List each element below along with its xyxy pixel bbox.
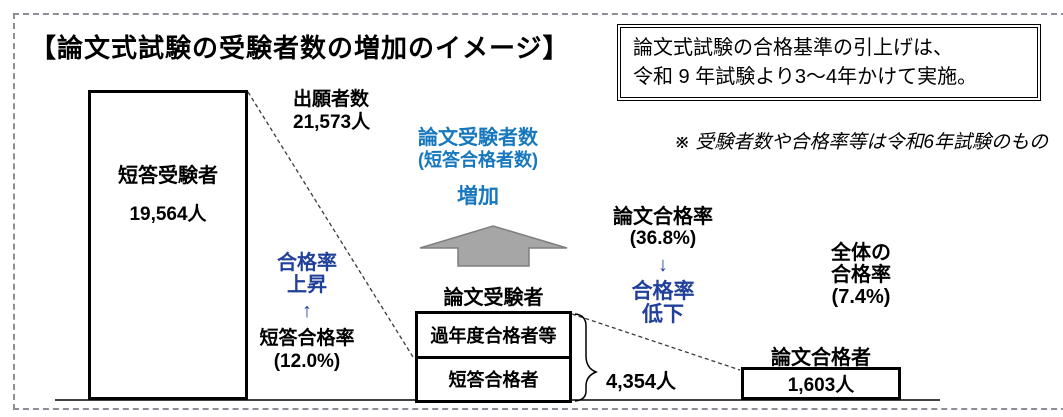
ronbun-examinees-count: 4,354人 (606, 371, 677, 393)
tantou-passers-cell: 短答合格者 (448, 370, 539, 391)
increase-line-1: 論文受験者数 (418, 127, 538, 149)
rate-down-line-2: 低下 (642, 303, 684, 326)
up-arrow-icon: ↑ (302, 300, 312, 322)
ronbun-passers-box: 1,603人 (741, 367, 901, 400)
overall-pass-rate-annotation: 全体の 合格率 (7.4%) (811, 242, 911, 308)
increase-line-2: (短答合格者数) (418, 150, 538, 170)
rate-down-line-1: 合格率 (631, 280, 695, 303)
ronbun-pass-rate-value: (36.8%) (629, 228, 697, 249)
applicants-label: 出願者数 (293, 89, 370, 110)
ronbun-examinees-label: 論文受験者 (443, 287, 544, 309)
tantou-bar-count: 19,564人 (129, 204, 207, 225)
overall-rate-line-2: 合格率 (831, 264, 891, 286)
tantou-examinees-bar: 短答受験者 19,564人 (88, 90, 248, 400)
notice-line-2: 令和 9 年試験より3～4年かけて実施。 (633, 66, 978, 88)
applicants-count: 21,573人 (293, 112, 371, 133)
tantou-bar-label: 短答受験者 (118, 165, 218, 187)
applicants-annotation: 出願者数 21,573人 (293, 88, 370, 134)
tantou-pass-rate-value: (12.0%) (273, 351, 341, 372)
rate-up-line-2: 上昇 (287, 274, 327, 296)
increase-annotation: 論文受験者数 (短答合格者数) 増加 (398, 127, 558, 210)
down-arrow-icon: ↓ (658, 254, 668, 276)
overall-rate-value: (7.4%) (831, 286, 891, 308)
outer-dashed-border (13, 13, 1063, 410)
ronbun-examinees-box: 過年度合格者等 短答合格者 (415, 311, 572, 403)
ronbun-passers-label: 論文合格者 (771, 347, 871, 369)
diagram-title: 【論文式試験の受験者数の増加のイメージ】 (30, 33, 570, 63)
ronbun-pass-rate-label: 論文合格率 (613, 206, 713, 228)
pass-rate-up-annotation: 合格率 上昇 ↑ 短答合格率 (12.0%) (251, 252, 363, 373)
notice-line-1: 論文式試験の合格基準の引上げは、 (633, 37, 953, 59)
ronbun-passers-count: 1,603人 (787, 375, 855, 396)
tantou-pass-rate-label: 短答合格率 (259, 328, 355, 349)
footnote: ※ 受験者数や合格率等は令和6年試験のもの (674, 132, 1048, 153)
rate-up-line-1: 合格率 (277, 252, 337, 274)
prior-year-passers-cell: 過年度合格者等 (418, 314, 569, 359)
notice-box: 論文式試験の合格基準の引上げは、 令和 9 年試験より3～4年かけて実施。 (617, 24, 1041, 101)
increase-line-3: 増加 (457, 185, 499, 208)
pass-rate-down-annotation: 論文合格率 (36.8%) ↓ 合格率 低下 (600, 206, 726, 326)
overall-rate-line-1: 全体の (831, 242, 891, 264)
